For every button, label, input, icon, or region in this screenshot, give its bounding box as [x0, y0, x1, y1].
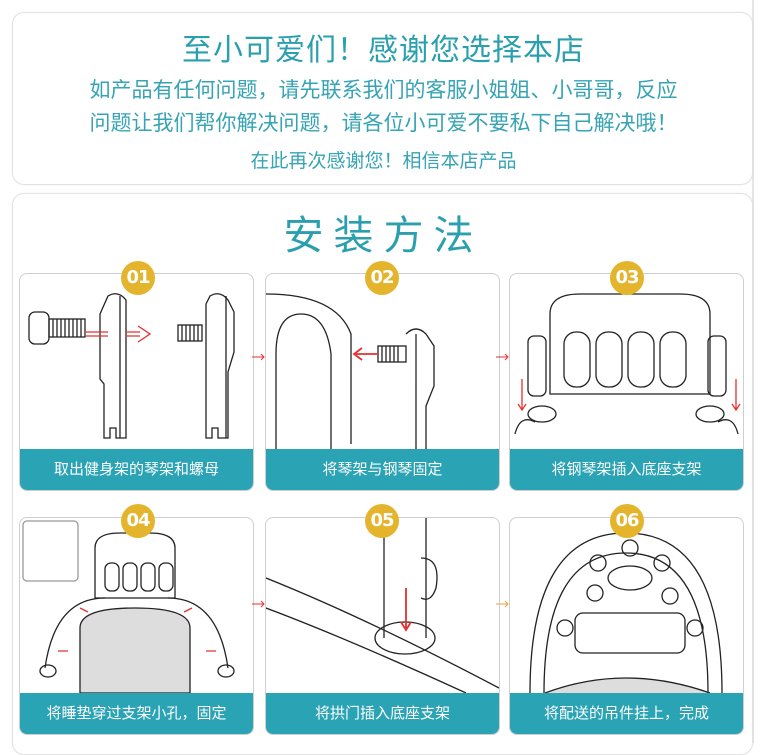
piano-insert-illustration [514, 293, 741, 435]
greeting-line-3: 在此再次感谢您！相信本店产品 [250, 150, 517, 172]
step-caption-3: 将钢琴架插入底座支架 [510, 449, 743, 490]
arrow-right-icon [496, 600, 509, 608]
step-badge-5: 05 [365, 504, 399, 538]
arch-insert-illustration [266, 518, 499, 693]
step-panel-6: 将配送的吊件挂上，完成 [509, 517, 744, 735]
greeting-line-2: 问题让我们帮你解决问题，请各位小可爱不要私下自己解决哦！ [89, 111, 678, 135]
step-panel-1: 取出健身架的琴架和螺母 [19, 273, 254, 491]
step-caption-5: 将拱门插入底座支架 [266, 693, 499, 734]
completed-gym-illustration [529, 532, 723, 693]
greeting-line-1: 如产品有任何问题，请先联系我们的客服小姐姐、小哥哥，反应 [89, 78, 678, 102]
arrow-right-icon [252, 600, 265, 608]
step-caption-1: 取出健身架的琴架和螺母 [20, 449, 253, 490]
arrow-right-icon [496, 353, 509, 361]
greeting-card [12, 12, 753, 185]
step-caption-4: 将睡垫穿过支架小孔，固定 [20, 693, 253, 734]
mat-illustration [22, 520, 235, 693]
frame-attach-illustration [266, 293, 435, 449]
arrow-right-icon [252, 353, 265, 361]
step-badge-4: 04 [121, 504, 155, 538]
step-badge-6: 06 [610, 504, 644, 538]
step-caption-2: 将琴架与钢琴固定 [266, 449, 499, 490]
step-badge-1: 01 [121, 261, 155, 295]
step-panel-5: 将拱门插入底座支架 [265, 517, 500, 735]
page-edge [752, 0, 754, 743]
step-panel-2: 将琴架与钢琴固定 [265, 273, 500, 491]
install-title: 安装方法 [283, 213, 484, 259]
screw-and-frame-illustration [28, 293, 235, 439]
step-badge-2: 02 [365, 261, 399, 295]
step-panel-4: 将睡垫穿过支架小孔，固定 [19, 517, 254, 735]
step-panel-3: 将钢琴架插入底座支架 [509, 273, 744, 491]
greeting-title: 至小可爱们！感谢您选择本店 [182, 33, 585, 68]
step-badge-3: 03 [610, 261, 644, 295]
step-caption-6: 将配送的吊件挂上，完成 [510, 693, 743, 734]
